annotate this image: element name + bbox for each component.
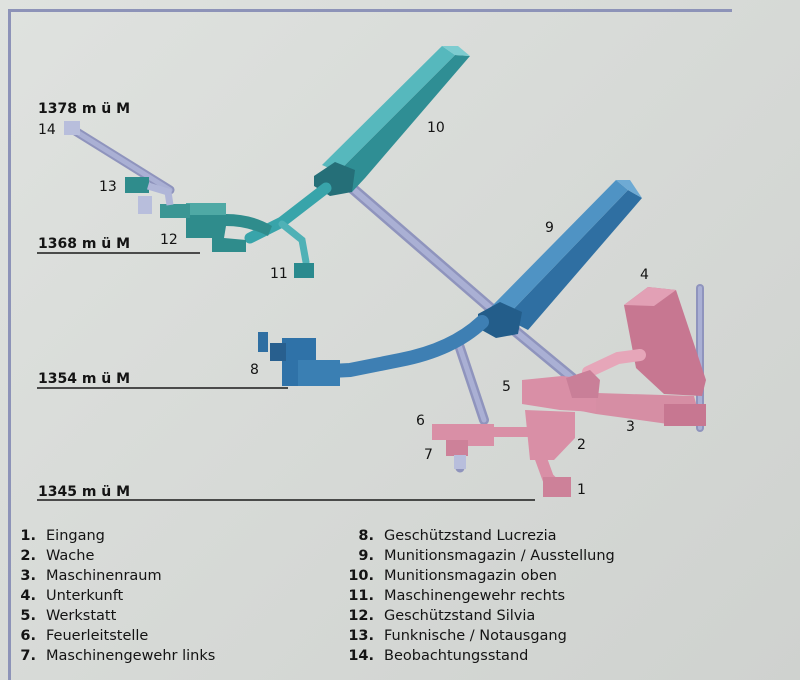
frame-left-rule: [8, 9, 11, 680]
marker-13: 13: [99, 179, 117, 195]
legend-item-10: 10. Munitionsmagazin oben: [338, 566, 557, 586]
legend-item-8: 8. Geschützstand Lucrezia: [338, 526, 557, 546]
legend-text: Werkstatt: [46, 608, 117, 624]
legend-text: Maschinengewehr links: [46, 648, 216, 664]
marker-4: 4: [640, 267, 649, 283]
structure-maschinengewehr-rechts: [294, 263, 314, 278]
legend-text: Wache: [46, 548, 95, 564]
legend-item-3: 3. Maschinenraum: [0, 566, 162, 586]
legend-item-6: 6. Feuerleitstelle: [0, 626, 148, 646]
structure-beobachtungsstand: [64, 121, 80, 135]
legend-number: 5.: [20, 608, 36, 624]
legend-text: Feuerleitstelle: [46, 628, 149, 644]
legend-text: Munitionsmagazin / Ausstellung: [384, 548, 615, 564]
legend-item-14: 14. Beobachtungsstand: [338, 646, 528, 666]
legend-number: 2.: [20, 548, 36, 564]
marker-11: 11: [270, 266, 288, 282]
legend-number: 13.: [348, 628, 374, 644]
legend-text: Munitionsmagazin oben: [384, 568, 557, 584]
legend-text: Maschinenraum: [46, 568, 162, 584]
legend-number: 6.: [20, 628, 36, 644]
level-1345-structures: [432, 287, 706, 497]
elevation-label-1368: 1368 m ü M: [38, 236, 130, 252]
legend-text: Maschinengewehr rechts: [384, 588, 566, 604]
legend-number: 8.: [358, 528, 374, 544]
legend-item-1: 1. Eingang: [0, 526, 105, 546]
legend-number: 10.: [348, 568, 374, 584]
frame-top-rule: [8, 9, 732, 12]
legend-item-9: 9. Munitionsmagazin / Ausstellung: [338, 546, 615, 566]
legend-text: Geschützstand Lucrezia: [384, 528, 557, 544]
legend-item-11: 11. Maschinengewehr rechts: [338, 586, 565, 606]
structure-wache: [525, 410, 575, 460]
legend-text: Funknische / Notausgang: [384, 628, 567, 644]
marker-9: 9: [545, 220, 554, 236]
marker-2: 2: [577, 437, 586, 453]
elevation-label-1354: 1354 m ü M: [38, 371, 130, 387]
marker-6: 6: [416, 413, 425, 429]
legend-number: 14.: [348, 648, 374, 664]
legend-number: 7.: [20, 648, 36, 664]
legend-number: 11.: [348, 588, 374, 604]
marker-12: 12: [160, 232, 178, 248]
legend-text: Geschützstand Silvia: [384, 608, 536, 624]
marker-1: 1: [577, 482, 586, 498]
structure-funknische: [125, 177, 149, 193]
legend-item-5: 5. Werkstatt: [0, 606, 116, 626]
legend-number: 4.: [20, 588, 36, 604]
legend-number: 1.: [20, 528, 36, 544]
structure-eingang: [543, 477, 571, 497]
marker-7: 7: [424, 447, 433, 463]
fortress-tunnel-diagram: 1378 m ü M 1368 m ü M 1354 m ü M 1345 m …: [37, 46, 706, 501]
structure-munitionsmagazin-ausstellung: [505, 190, 642, 330]
level-1354-structures: [258, 180, 642, 386]
legend-item-4: 4. Unterkunft: [0, 586, 123, 606]
legend-text: Eingang: [46, 528, 105, 544]
legend-item-13: 13. Funknische / Notausgang: [338, 626, 567, 646]
marker-14: 14: [38, 122, 56, 138]
legend-item-7: 7. Maschinengewehr links: [0, 646, 215, 666]
elevation-label-1345: 1345 m ü M: [38, 484, 130, 500]
connecting-tunnels: [67, 124, 704, 473]
marker-8: 8: [250, 362, 259, 378]
legend-number: 3.: [20, 568, 36, 584]
legend-item-2: 2. Wache: [0, 546, 94, 566]
marker-10: 10: [427, 120, 445, 136]
structure-feuerleitstelle: [432, 424, 494, 446]
legend-number: 9.: [358, 548, 374, 564]
level-1368-structures: [64, 46, 470, 278]
structure-maschinengewehr-links: [446, 440, 468, 456]
legend-text: Unterkunft: [46, 588, 124, 604]
structure-unterkunft: [624, 287, 706, 396]
legend-item-12: 12. Geschützstand Silvia: [338, 606, 535, 626]
elevation-label-1378: 1378 m ü M: [38, 101, 130, 117]
structure-geschutzstand-silvia: [186, 203, 272, 252]
legend-text: Beobachtungsstand: [384, 648, 529, 664]
marker-3: 3: [626, 419, 635, 435]
structure-munitionsmagazin-oben: [338, 55, 470, 192]
marker-5: 5: [502, 379, 511, 395]
legend-number: 12.: [348, 608, 374, 624]
